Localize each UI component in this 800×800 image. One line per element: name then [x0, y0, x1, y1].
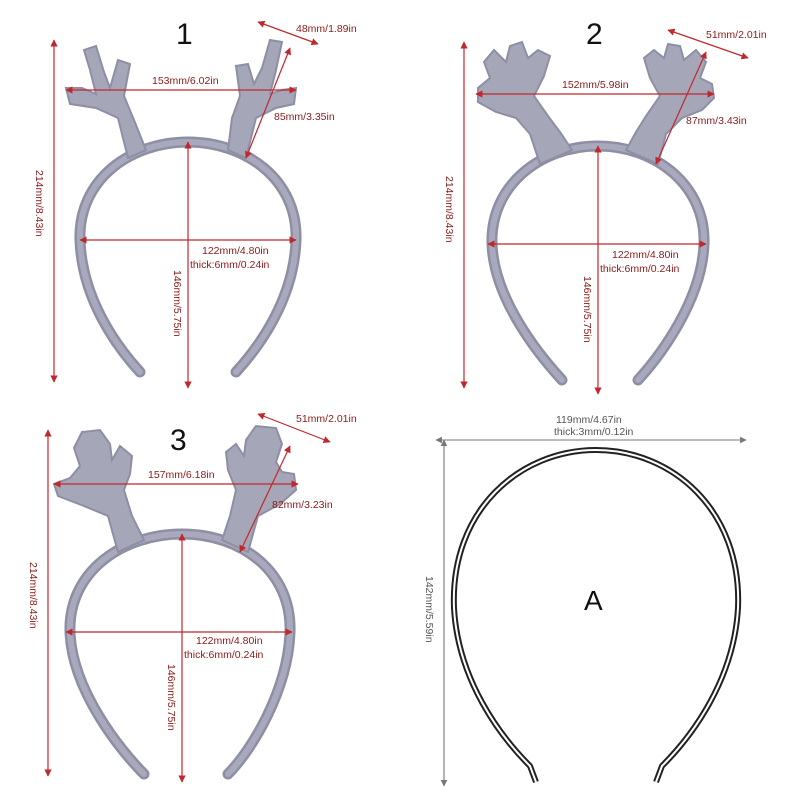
panel-1-antler-len-label: 85mm/3.35in: [274, 111, 335, 123]
panel-2-antler-top-label: 51mm/2.01in: [706, 29, 767, 41]
panel-3-left-antler: [52, 428, 146, 554]
panel-1: 1 153mm/6.02in 48mm/1.89in 85mm/3.35in 2…: [33, 18, 357, 389]
panel-1-band-height-label: 146mm/5.75in: [171, 270, 183, 337]
panel-3-number: 3: [170, 424, 187, 457]
panel-a-thick-label: thick:3mm/0.12in: [554, 426, 634, 438]
panel-a-letter: A: [584, 585, 603, 616]
panel-1-height-label: 214mm/8.43in: [33, 170, 45, 237]
panel-1-antler-len-arrow: [245, 47, 291, 159]
panel-2-band-width-label: 122mm/4.80in: [612, 249, 679, 261]
panel-2-antler-len-label: 87mm/3.43in: [686, 115, 747, 127]
panel-3-band-width-label: 122mm/4.80in: [196, 635, 263, 647]
panel-3-thick-label: thick:6mm/0.24in: [184, 649, 264, 661]
panel-1-number: 1: [176, 18, 193, 51]
panel-2-height-label: 214mm/8.43in: [443, 176, 455, 243]
panel-1-thick-label: thick:6mm/0.24in: [190, 259, 270, 271]
panel-3-antler-top-arrow: [257, 412, 331, 444]
panel-1-antler-top-label: 48mm/1.89in: [296, 23, 357, 35]
panel-1-antler-top-arrow: [257, 20, 319, 46]
panel-3-antler-top-label: 51mm/2.01in: [296, 413, 357, 425]
panel-2-band-height-label: 146mm/5.75in: [581, 276, 593, 343]
panel-2-antler-top-arrow: [667, 28, 749, 60]
panel-2-right-antler: [624, 42, 716, 166]
panel-3-height-label: 214mm/8.43in: [27, 562, 39, 629]
panel-2-number: 2: [586, 18, 603, 51]
panel-2-width-label: 152mm/5.98in: [562, 79, 629, 91]
panel-1-left-antler: [64, 44, 148, 160]
panel-2-left-antler: [477, 40, 574, 166]
panel-3-antler-len-label: 82mm/3.23in: [272, 499, 333, 511]
panel-1-band-width-label: 122mm/4.80in: [202, 245, 269, 257]
panel-a-width-label: 119mm/4.67in: [556, 414, 622, 426]
panel-a-height-label: 142mm/5.59in: [423, 576, 435, 643]
panel-a-bare-headband: [450, 447, 742, 784]
panel-1-width-label: 153mm/6.02in: [152, 75, 219, 87]
panel-3-antler-len-arrow: [239, 445, 291, 553]
panel-a: A 119mm/4.67in thick:3mm/0.12in 142mm/5.…: [423, 414, 747, 787]
panel-3-band-height-label: 146mm/5.75in: [165, 664, 177, 731]
panel-3: 3 157mm/6.18in 51mm/2.01in 82mm/3.23in 2…: [27, 412, 357, 783]
panel-2-thick-label: thick:6mm/0.24in: [600, 263, 680, 275]
panel-2-antler-len-arrow: [655, 51, 707, 165]
panel-2: 2 152mm/5.98in 51mm/2.01in 87mm/3.43in 2…: [443, 18, 767, 395]
panel-3-right-antler: [220, 424, 298, 554]
panel-3-width-label: 157mm/6.18in: [148, 469, 215, 481]
